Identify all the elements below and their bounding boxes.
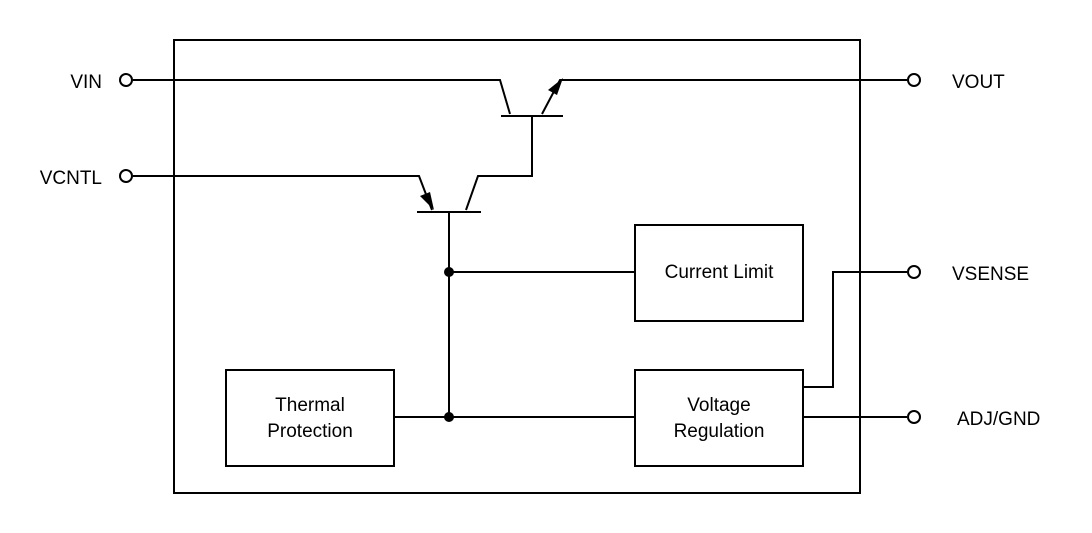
thermal-label-line2: Protection bbox=[267, 421, 353, 442]
pin-vcntl bbox=[119, 169, 133, 183]
adj-gnd-label: ADJ/GND bbox=[957, 409, 1040, 430]
wire-vsense bbox=[803, 271, 907, 388]
current-limit-block bbox=[634, 224, 804, 322]
thermal-protection-block bbox=[225, 369, 395, 467]
voltage-regulation-block bbox=[634, 369, 804, 467]
vcntl-label: VCNTL bbox=[40, 168, 102, 189]
pin-vin bbox=[119, 73, 133, 87]
thermal-label-line1: Thermal bbox=[275, 395, 345, 416]
q1-emitter-arrow bbox=[548, 78, 563, 95]
vout-label: VOUT bbox=[952, 72, 1005, 93]
regulation-label-line2: Regulation bbox=[674, 421, 765, 442]
pin-vsense bbox=[907, 265, 921, 279]
current-limit-label: Current Limit bbox=[665, 262, 774, 283]
regulation-label-line1: Voltage bbox=[687, 395, 750, 416]
junction-dot-upper bbox=[444, 267, 454, 277]
q2-emitter-arrow bbox=[420, 192, 434, 210]
pin-adj-gnd bbox=[907, 410, 921, 424]
vin-label: VIN bbox=[70, 72, 102, 93]
wire-q1-base bbox=[465, 116, 533, 211]
pin-vout bbox=[907, 73, 921, 87]
wire-vout bbox=[541, 79, 907, 115]
junction-dot-lower bbox=[444, 412, 454, 422]
wire-vin bbox=[133, 79, 511, 115]
vsense-label: VSENSE bbox=[952, 264, 1029, 285]
